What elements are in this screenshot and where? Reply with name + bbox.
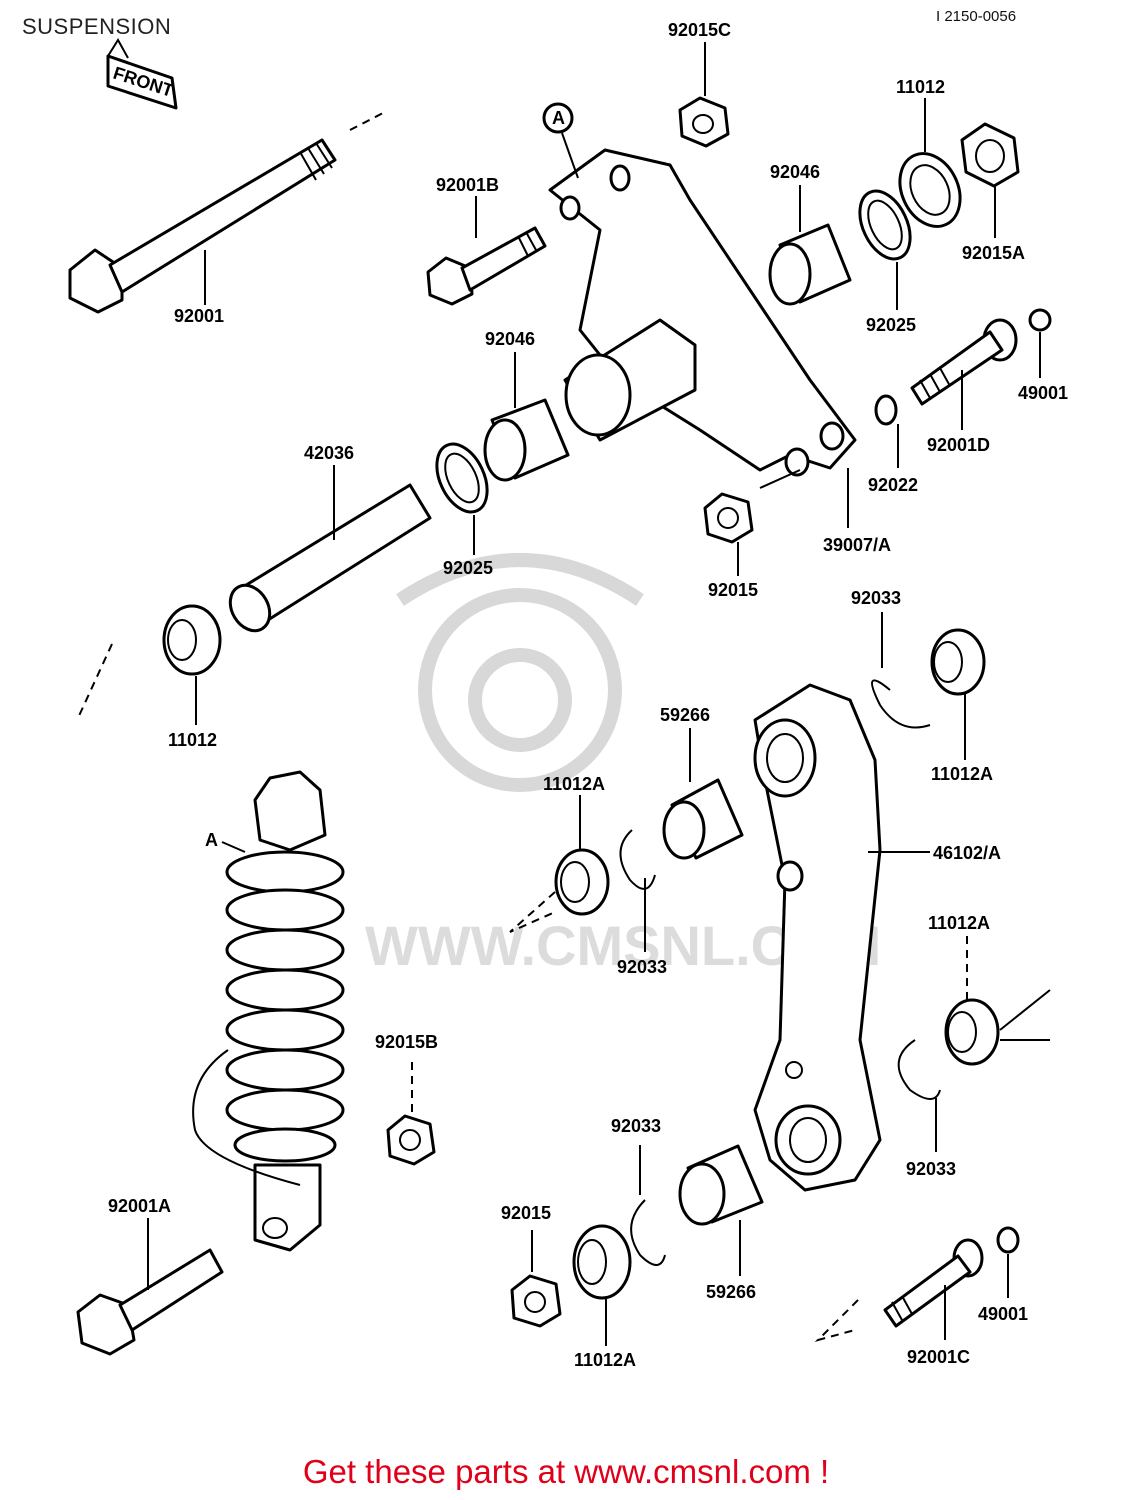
label-92046-mid: 92046	[485, 329, 535, 349]
label-92001: 92001	[174, 306, 224, 326]
nut-92015C	[678, 42, 730, 148]
label-92015A: 92015A	[962, 243, 1025, 263]
bearing-11012-top	[898, 98, 962, 228]
diagram-code: I 2150-0056	[936, 8, 1017, 25]
label-92001D: 92001D	[927, 435, 990, 455]
label-11012A-right: 11012A	[928, 913, 990, 933]
label-92033-topright: 92033	[851, 588, 901, 608]
bearing-11012-left	[77, 604, 222, 725]
label-92001A: 92001A	[108, 1196, 171, 1216]
label-92001B: 92001B	[436, 175, 499, 195]
bearing-11012A-topright	[930, 628, 986, 760]
bushing-59266-bottom	[678, 1144, 764, 1276]
label-92033-mid: 92033	[617, 957, 667, 977]
label-92022: 92022	[868, 475, 918, 495]
label-39007A: 39007/A	[823, 535, 891, 555]
bushing-92046-top	[768, 185, 852, 306]
label-49001-top: 49001	[1018, 383, 1068, 403]
bearing-11012A-mid	[509, 795, 610, 933]
pin-49001-top	[1028, 308, 1052, 378]
svg-text:A: A	[552, 108, 565, 128]
link-46102A	[753, 683, 930, 1192]
bearing-11012A-bottom	[572, 1224, 632, 1346]
label-59266-bottom: 59266	[706, 1282, 756, 1302]
seal-92025-top	[858, 189, 912, 310]
label-92015B: 92015B	[375, 1032, 438, 1052]
nut-92015-bottom	[510, 1230, 562, 1328]
clip-92033-topright	[871, 612, 931, 729]
label-42036: 42036	[304, 443, 354, 463]
front-arrow-icon: FRONT	[106, 38, 386, 131]
footer-link[interactable]: Get these parts at www.cmsnl.com !	[302, 1453, 830, 1490]
callout-labels: 92015C 11012 92001B 92046 92015A 92001 9…	[108, 20, 1068, 1370]
label-92015-mid: 92015	[708, 580, 758, 600]
bearing-11012A-right	[944, 936, 1051, 1066]
pin-49001-bottom	[996, 1226, 1020, 1298]
label-92033-right: 92033	[906, 1159, 956, 1179]
nut-92015A	[960, 122, 1020, 238]
label-49001-bottom: 49001	[978, 1304, 1028, 1324]
bolt-92001A	[76, 1218, 224, 1356]
bolt-92001B	[426, 196, 547, 306]
clip-92033-bottom	[630, 1145, 666, 1266]
ref-a-circle: A	[542, 102, 579, 179]
sleeve-42036	[228, 465, 432, 633]
bolt-92001	[68, 138, 337, 314]
shock-absorber: A	[192, 770, 345, 1252]
bushing-92046-mid	[483, 352, 570, 482]
label-11012A-bottom: 11012A	[574, 1350, 636, 1370]
label-92033-bottom: 92033	[611, 1116, 661, 1136]
ref-a-shock: A	[205, 830, 218, 850]
washer-92022	[874, 394, 899, 468]
label-92046-top: 92046	[770, 162, 820, 182]
label-92015C: 92015C	[668, 20, 731, 40]
page-title: SUSPENSION	[22, 14, 172, 39]
label-11012-left: 11012	[168, 730, 217, 750]
bolt-92001D	[910, 318, 1018, 430]
bolt-92001C	[814, 1238, 984, 1342]
bushing-59266-top	[662, 728, 744, 860]
rocker-arm-39007A	[548, 148, 857, 528]
label-46102A: 46102/A	[933, 843, 1001, 863]
label-92025-top: 92025	[866, 315, 916, 335]
label-92001C: 92001C	[907, 1347, 970, 1367]
label-59266-top: 59266	[660, 705, 710, 725]
clip-92033-right	[897, 1039, 941, 1152]
clip-92033-mid	[619, 829, 656, 952]
label-11012-top: 11012	[896, 77, 945, 97]
label-92025-mid: 92025	[443, 558, 493, 578]
label-11012A-mid: 11012A	[543, 774, 605, 794]
nut-92015-mid	[703, 492, 754, 576]
nut-92015B	[386, 1062, 436, 1166]
label-11012A-topright: 11012A	[931, 764, 993, 784]
label-92015-bottom: 92015	[501, 1203, 551, 1223]
seal-92025-mid	[435, 442, 489, 555]
